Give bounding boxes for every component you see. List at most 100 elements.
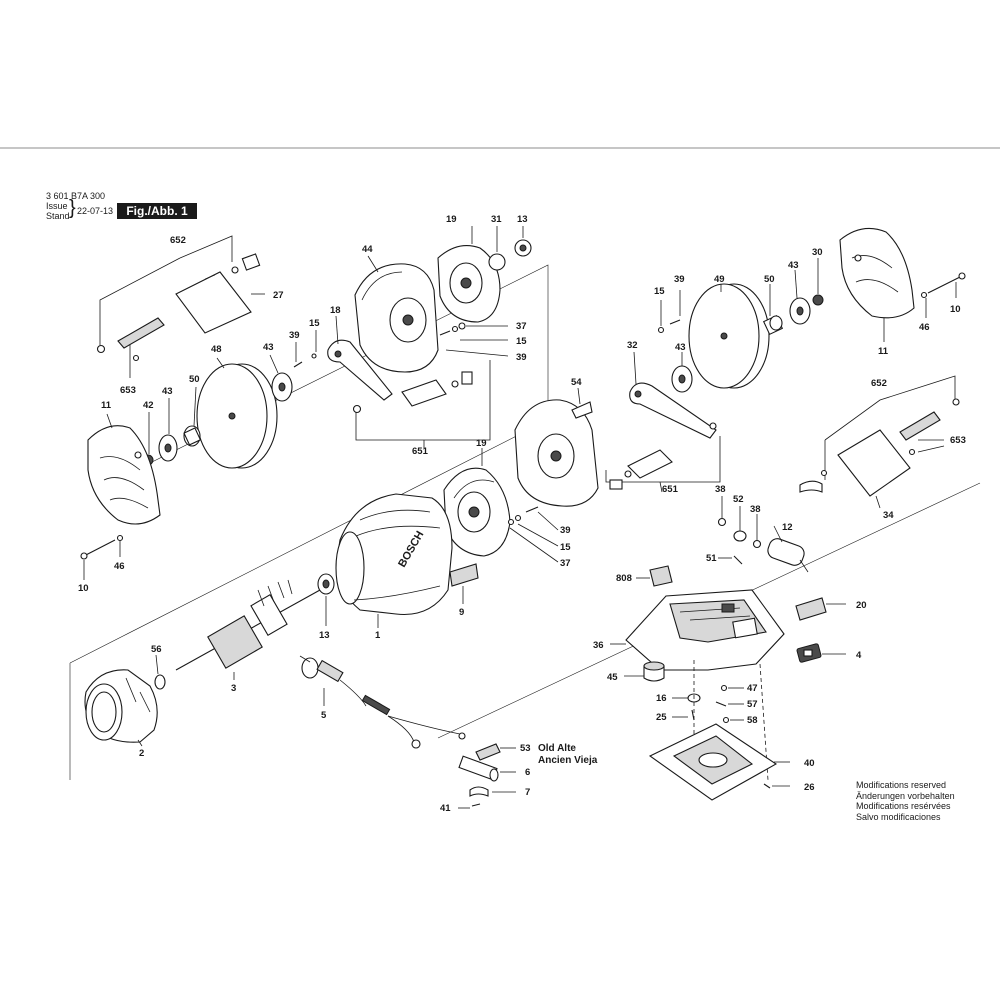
callout-43d: 43 (675, 342, 686, 353)
callout-39a: 39 (516, 352, 527, 363)
base-plate-40 (648, 723, 778, 801)
callout-31: 31 (491, 214, 502, 225)
strain-relief-6 (458, 755, 499, 782)
callout-7: 7 (525, 787, 530, 798)
screw-652a (96, 344, 106, 354)
label-808 (649, 565, 673, 587)
brace-glyph: } (69, 197, 76, 219)
callout-13a: 13 (517, 214, 528, 225)
guard-cover-11b (839, 227, 915, 319)
modifications-fr: Modifications resérvées (856, 801, 951, 811)
callout-39b: 39 (289, 330, 300, 341)
note-53-line1: Old Alte (538, 743, 576, 754)
modifications-es: Salvo modificaciones (856, 811, 941, 822)
bracket-652b-top (824, 375, 956, 441)
flange-19b (443, 467, 511, 557)
callout-19b: 19 (476, 438, 487, 449)
callout-43c: 43 (788, 260, 799, 271)
stand-label: Stand (46, 211, 70, 221)
lamp-bracket-34 (837, 429, 911, 497)
tool-rest-32 (629, 382, 717, 439)
callout-15c: 15 (654, 286, 665, 297)
callout-37b: 37 (560, 558, 571, 569)
motor-housing-1: BOSCH (335, 493, 453, 616)
callout-13b: 13 (319, 630, 330, 641)
flange-washer-43d (671, 365, 693, 393)
callout-19a: 19 (446, 214, 457, 225)
callout-651b: 651 (662, 484, 679, 495)
shield-651b (627, 449, 673, 479)
callout-48: 48 (211, 344, 222, 355)
guard-cover-11a (87, 425, 161, 525)
callout-43a: 43 (263, 342, 274, 353)
flange-washer-43b (158, 434, 178, 462)
callout-2: 2 (139, 748, 144, 759)
flange-19a (437, 245, 501, 323)
nut-30 (812, 294, 824, 306)
modifications-note: Modifications reserved Änderungen vorbeh… (856, 780, 955, 822)
callout-652a: 652 (170, 235, 186, 246)
clip-651a (461, 371, 473, 385)
bearing-13b (317, 573, 335, 595)
callout-18: 18 (330, 305, 341, 316)
callout-15b: 15 (309, 318, 320, 329)
callout-56: 56 (151, 644, 162, 655)
armature-3 (175, 579, 321, 671)
callout-41: 41 (440, 803, 451, 814)
flange-washer-43a (271, 372, 293, 402)
callout-5: 5 (321, 710, 327, 721)
callout-3: 3 (231, 683, 236, 694)
callout-20: 20 (856, 600, 867, 611)
callout-58: 58 (747, 715, 758, 726)
callout-12: 12 (782, 522, 793, 533)
callout-38b: 38 (750, 504, 761, 515)
callout-30: 30 (812, 247, 823, 258)
callout-6: 6 (525, 767, 530, 778)
callout-653b: 653 (950, 435, 966, 446)
callout-52: 52 (733, 494, 744, 505)
callout-1: 1 (375, 630, 381, 641)
foot-45 (643, 661, 665, 682)
o-ring-31 (488, 253, 506, 271)
part-number: 3 601 B7A 300 (46, 191, 106, 201)
capacitor-12 (767, 538, 809, 573)
callout-11a: 11 (101, 400, 112, 411)
ring-56 (154, 674, 166, 690)
callout-50a: 50 (189, 374, 200, 385)
callout-25: 25 (656, 712, 667, 723)
callout-652b: 652 (871, 378, 887, 389)
callout-37a: 37 (516, 321, 527, 332)
issue-date: 22-07-13 (77, 206, 114, 216)
callout-10b: 10 (950, 304, 961, 315)
bracket-652a-b (179, 235, 233, 262)
callout-57: 57 (747, 699, 758, 710)
callout-53: 53 (520, 743, 531, 754)
callout-42: 42 (143, 400, 154, 411)
power-cable-5 (301, 657, 466, 749)
callout-36: 36 (593, 640, 604, 651)
callout-15d: 15 (560, 542, 571, 553)
bracket-651a (355, 360, 491, 441)
cable-clip-7 (469, 786, 489, 797)
callout-54: 54 (571, 377, 582, 388)
callout-39d: 39 (560, 525, 571, 536)
issue-label: Issue (46, 201, 68, 211)
modifications-de: Änderungen vorbehalten (856, 790, 955, 801)
callout-49: 49 (714, 274, 725, 285)
wheel-guard-54 (514, 399, 599, 507)
callout-11b: 11 (878, 346, 889, 357)
tool-rest-18 (327, 339, 393, 401)
issue-stand-labels: Issue Stand (46, 201, 70, 221)
callout-38a: 38 (715, 484, 726, 495)
screw-653a (132, 354, 140, 362)
callout-46a: 46 (114, 561, 125, 572)
callout-39c: 39 (674, 274, 685, 285)
base-36 (625, 589, 785, 671)
lamp-bracket-27 (175, 271, 252, 334)
callout-51: 51 (706, 553, 717, 564)
modifications-en: Modifications reserved (856, 780, 947, 790)
grinding-wheel-49 (688, 283, 770, 389)
label-plate-9 (449, 563, 479, 587)
label-plate-20 (795, 597, 827, 621)
callout-10a: 10 (78, 583, 89, 594)
